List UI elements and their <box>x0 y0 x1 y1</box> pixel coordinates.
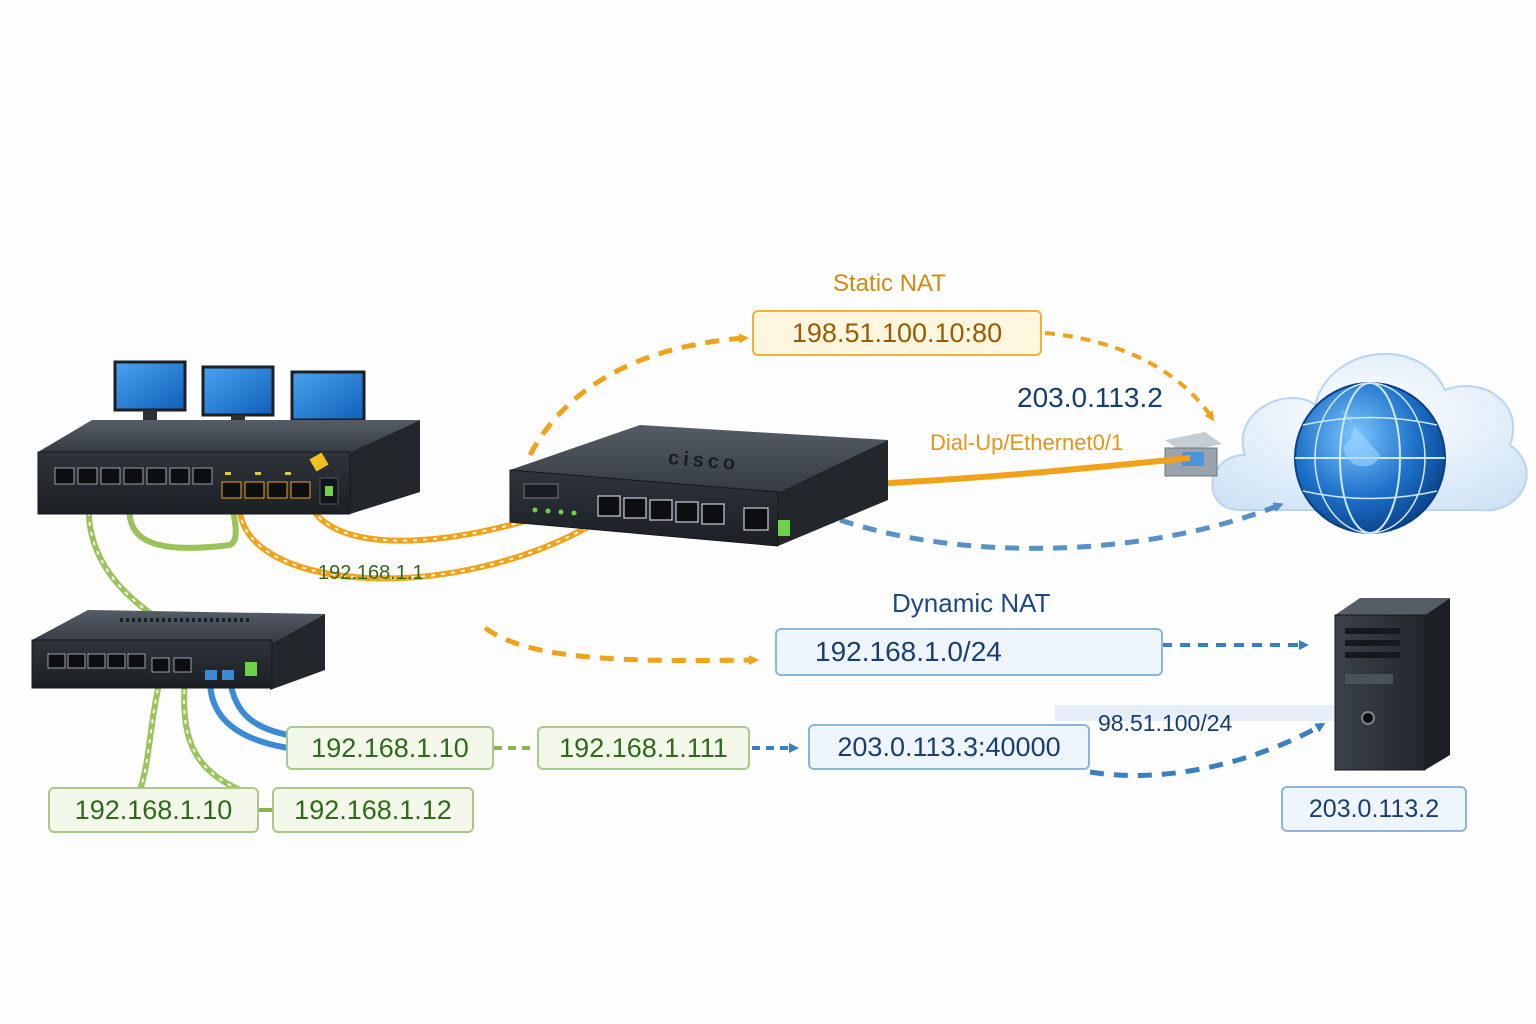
host-ip-text: 192.168.1.10 <box>311 732 469 763</box>
host-ip-text: 192.168.1.111 <box>559 732 728 763</box>
modem-device <box>1164 432 1222 477</box>
host-ip-text: 192.168.1.10 <box>74 794 233 825</box>
server-tower <box>1334 598 1450 771</box>
public-ip-label: 203.0.113.2 <box>1017 382 1163 413</box>
host-ip-box: 192.168.1.12 <box>272 787 474 833</box>
host-ip-box: 192.168.1.10 <box>48 787 259 833</box>
dynamic-nat-title: Dynamic NAT <box>892 588 1051 618</box>
server-ip-text: 203.0.113.2 <box>1308 794 1440 823</box>
host-ip-box: 192.168.1.111 <box>537 726 750 770</box>
host-ip-box: 192.168.1.10 <box>286 726 494 770</box>
static-nat-mapping: 198.51.100.10:80 <box>752 310 1042 356</box>
cisco-router <box>509 425 888 547</box>
globe-icon <box>1294 382 1446 534</box>
main-switch <box>37 420 420 515</box>
dynamic-nat-pool-text: 192.168.1.0/24 <box>815 636 1002 667</box>
server-ip-box: 203.0.113.2 <box>1281 786 1467 832</box>
gateway-label: 192.168.1.1 <box>318 562 424 584</box>
host-ip-text: 192.168.1.12 <box>294 794 452 825</box>
switch-ports <box>54 467 311 499</box>
static-nat-mapping-text: 198.51.100.10:80 <box>791 317 1003 348</box>
static-nat-title: Static NAT <box>833 270 946 297</box>
secondary-switch <box>31 610 325 690</box>
translated-address-text: 203.0.113.3:40000 <box>837 731 1061 762</box>
dynamic-nat-pool: 192.168.1.0/24 <box>775 628 1163 676</box>
interface-label: Dial-Up/Ethernet0/1 <box>930 430 1124 455</box>
translated-address: 203.0.113.3:40000 <box>808 724 1090 770</box>
subnet-label: 98.51.100/24 <box>1098 710 1233 736</box>
